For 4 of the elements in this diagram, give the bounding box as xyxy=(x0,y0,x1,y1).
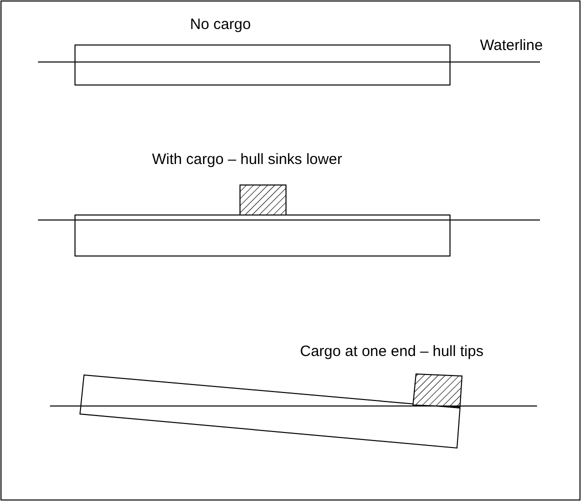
caption: No cargo xyxy=(190,16,251,34)
caption: Cargo at one end – hull tips xyxy=(300,343,484,361)
caption: With cargo – hull sinks lower xyxy=(152,151,342,169)
waterline-label: Waterline xyxy=(480,37,543,55)
